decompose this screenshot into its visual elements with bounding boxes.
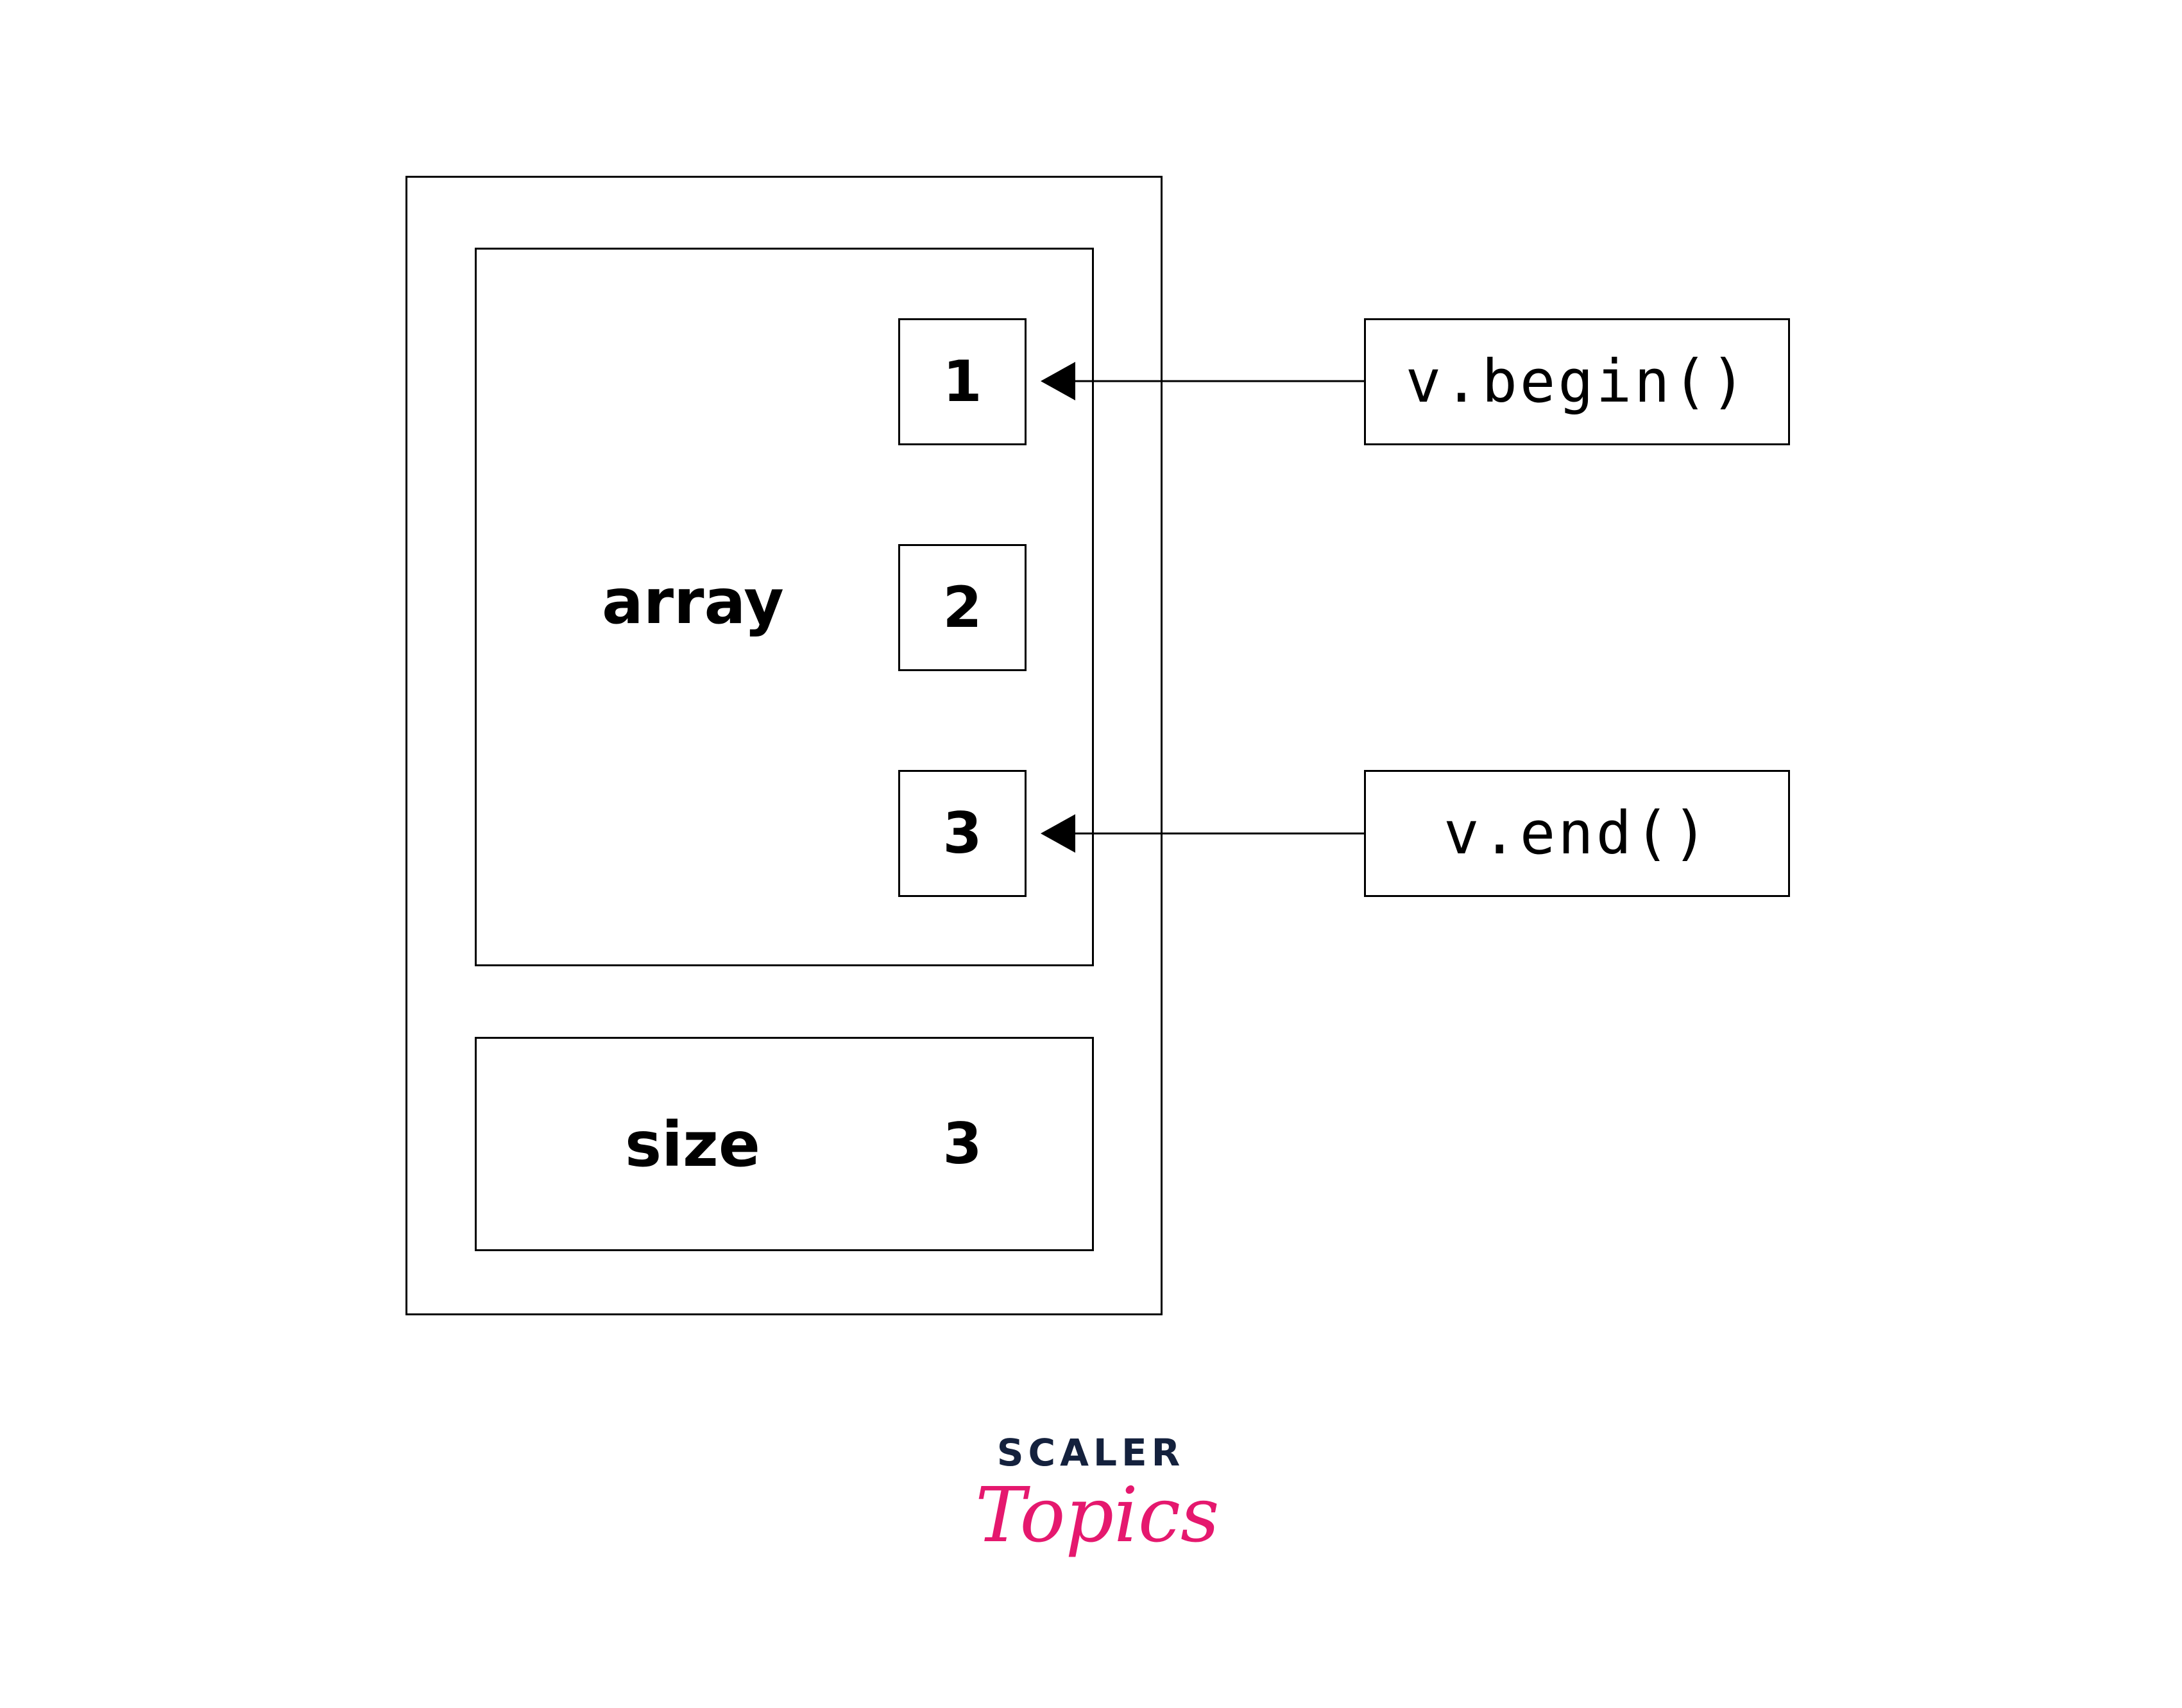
array-label: array bbox=[602, 566, 784, 638]
array-block bbox=[475, 248, 1094, 966]
size-block bbox=[475, 1037, 1094, 1251]
logo-wordmark-scaler: SCALER bbox=[996, 1431, 1185, 1474]
end-iterator-box: v.end() bbox=[1364, 770, 1790, 897]
size-label: size bbox=[625, 1109, 761, 1181]
size-value: 3 bbox=[942, 1111, 982, 1177]
scaler-topics-logo: SCALER Topics bbox=[975, 1431, 1220, 1601]
vector-object-box bbox=[405, 176, 1163, 1315]
begin-iterator-box: v.begin() bbox=[1364, 318, 1790, 445]
array-element-3: 3 bbox=[898, 770, 1027, 897]
logo-wordmark-topics: Topics bbox=[975, 1471, 1220, 1559]
array-element-2: 2 bbox=[898, 544, 1027, 671]
array-element-1: 1 bbox=[898, 318, 1027, 445]
